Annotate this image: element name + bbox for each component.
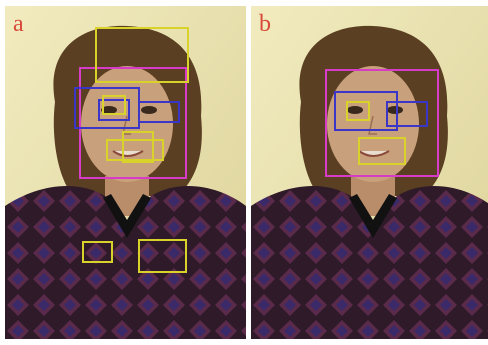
mouth [358, 150, 390, 157]
false-detection-box [138, 239, 187, 273]
collar [349, 194, 397, 238]
eye-region-box [334, 91, 398, 131]
portrait-photo-a [5, 6, 246, 339]
face-detection-box [79, 67, 187, 179]
photo-panel-b: b [251, 6, 488, 339]
left-eye [347, 106, 363, 114]
face [81, 66, 173, 182]
panel-label-a: a [13, 11, 24, 37]
eye-box [346, 101, 370, 121]
mouth-box [358, 137, 406, 165]
right-eye [387, 106, 403, 114]
right-eye [141, 106, 157, 114]
face-detection-box [325, 69, 439, 177]
eye-region-box [138, 101, 180, 123]
nose [368, 115, 377, 135]
mouth [112, 150, 144, 157]
false-detection-box [82, 241, 113, 263]
portrait-photo-b [251, 6, 488, 339]
eye-region-box [98, 99, 130, 121]
mouth-box [122, 131, 154, 163]
false-detection-box [95, 27, 189, 83]
panel-label-b: b [259, 11, 271, 37]
left-eye [101, 106, 117, 114]
shirt [5, 185, 246, 339]
eye-region-box [386, 101, 428, 127]
collar [103, 194, 151, 238]
eye-box [102, 95, 126, 115]
shirt [251, 186, 488, 339]
photo-panel-a: a [5, 6, 246, 339]
mouth-box [106, 139, 164, 161]
